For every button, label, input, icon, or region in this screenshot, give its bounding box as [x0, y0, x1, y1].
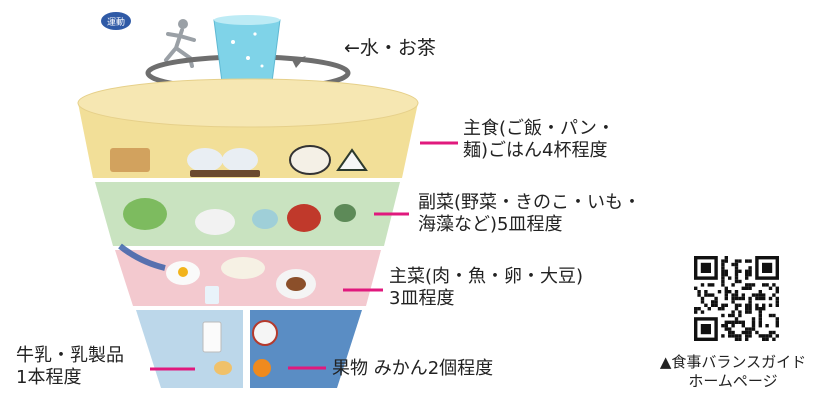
- qr-code: [692, 254, 781, 343]
- vegetable-dish-icon: [252, 209, 278, 229]
- apple-icon: [252, 320, 278, 346]
- tier-grain: [77, 78, 419, 178]
- dairy-label: 牛乳・乳製品 1本程度: [16, 345, 124, 389]
- milk-carton-icon: [202, 321, 222, 353]
- tier-dairy: [136, 310, 243, 388]
- vegetable-label: 副菜(野菜・きのこ・いも・ 海藻など)5皿程度: [418, 192, 641, 236]
- qr-caption-line2: ホームページ: [688, 372, 778, 390]
- qr-caption: ▲食事バランスガイド ホームページ: [640, 353, 826, 391]
- protein-label-line2: 3皿程度: [389, 288, 455, 309]
- orange-icon: [253, 359, 271, 377]
- exercise-badge: 運動: [101, 12, 131, 30]
- milk-glass-small-icon: [205, 286, 219, 304]
- miso-soup-icon: [287, 204, 321, 232]
- rice-bowl-icon: [187, 148, 223, 172]
- dairy-label-line1: 牛乳・乳製品: [16, 345, 124, 366]
- dairy-label-line2: 1本程度: [16, 367, 82, 388]
- salad-icon: [123, 198, 167, 230]
- tray-icon: [190, 170, 260, 177]
- grain-label-line1: 主食(ご飯・パン・: [463, 118, 615, 139]
- vegetable-label-line2: 海藻など)5皿程度: [418, 214, 563, 235]
- tier-protein: [115, 243, 381, 306]
- rice-bowl-icon-2: [222, 148, 258, 172]
- tier-fruit: [250, 310, 362, 388]
- noodle-bowl-icon: [289, 145, 331, 175]
- runner-icon: [164, 19, 196, 68]
- protein-label: 主菜(肉・魚・卵・大豆) 3皿程度: [389, 266, 583, 310]
- vegetable-plate-icon: [195, 209, 235, 235]
- side-note-band: [118, 243, 166, 271]
- fish-plate-icon: [221, 257, 265, 279]
- tier-vegetable: [95, 182, 400, 246]
- onigiri-icon: [336, 148, 368, 171]
- grain-label: 主食(ご飯・パン・ 麺)ごはん4杯程度: [463, 118, 615, 162]
- seaweed-dish-icon: [334, 204, 356, 222]
- grain-label-line2: 麺)ごはん4杯程度: [463, 140, 608, 161]
- protein-label-line1: 主菜(肉・魚・卵・大豆): [389, 266, 584, 287]
- bread-icon: [110, 148, 150, 172]
- vegetable-label-line1: 副菜(野菜・きのこ・いも・: [418, 192, 642, 213]
- exercise-badge-text: 運動: [107, 17, 125, 28]
- connector-lines: [150, 141, 458, 371]
- cheese-icon: [214, 361, 232, 375]
- water-label: ←水・お茶: [344, 37, 436, 59]
- water-glass-icon: [213, 15, 281, 83]
- fruit-label: 果物 みかん2個程度: [332, 358, 494, 379]
- qr-caption-line1: ▲食事バランスガイド: [659, 353, 807, 371]
